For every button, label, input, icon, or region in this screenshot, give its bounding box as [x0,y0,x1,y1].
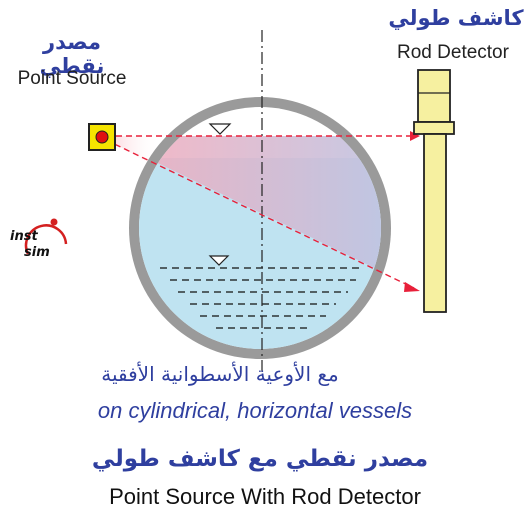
beam-line-bottom [105,139,415,289]
detector-label-english: Rod Detector [397,42,509,63]
logo-arc [24,224,68,255]
logo-text-inst: inst [10,229,38,244]
source-label-english: Point Source [17,68,127,89]
top-level-marker [208,123,232,135]
source-label-arabic: مصدر نقطي [39,30,105,78]
beam-fan [139,136,381,290]
point-source [88,123,116,151]
footer-title-arabic: مصدر نقطي مع كاشف طولي [91,446,429,472]
detector-label-arabic: كاشف طولي [388,6,524,30]
beam-arrow-bottom [404,282,420,292]
rod-detector [413,69,455,313]
instsim-logo: inst sim [10,218,68,260]
subtitle-arabic: مع الأوعية الأسطوانية الأفقية [101,362,339,386]
subtitle-english: on cylindrical, horizontal vessels [97,398,413,423]
point-source-core [95,130,109,144]
beam-arrow-top [410,131,420,141]
liquid-level-marker [208,255,230,266]
logo-text-sim: sim [24,245,50,260]
footer-title-english: Point Source With Rod Detector [109,484,421,509]
logo-dot [50,218,58,226]
